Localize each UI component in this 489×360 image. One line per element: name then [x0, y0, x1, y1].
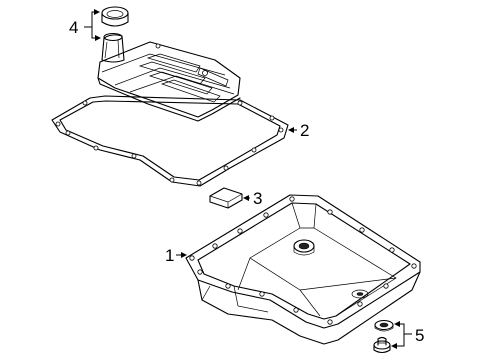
transmission-filter [97, 32, 241, 122]
drain-plug [373, 336, 391, 354]
pan-bolt-holes [189, 196, 417, 325]
callout-3-label: 3 [253, 189, 262, 208]
pan-gasket [51, 95, 289, 187]
callout-5-leader [391, 321, 412, 349]
drain-plug-washer [374, 319, 394, 332]
callout-2-label: 2 [300, 121, 309, 140]
callout-4-leader [84, 9, 101, 41]
callout-5-label: 5 [415, 326, 424, 345]
callout-1-label: 1 [165, 246, 174, 265]
gasket-bolt-holes [55, 100, 284, 186]
callout-4-label: 4 [69, 18, 78, 37]
filter-seal-ring [101, 6, 129, 27]
transmission-oil-pan [185, 194, 421, 345]
pan-magnet [209, 187, 243, 209]
